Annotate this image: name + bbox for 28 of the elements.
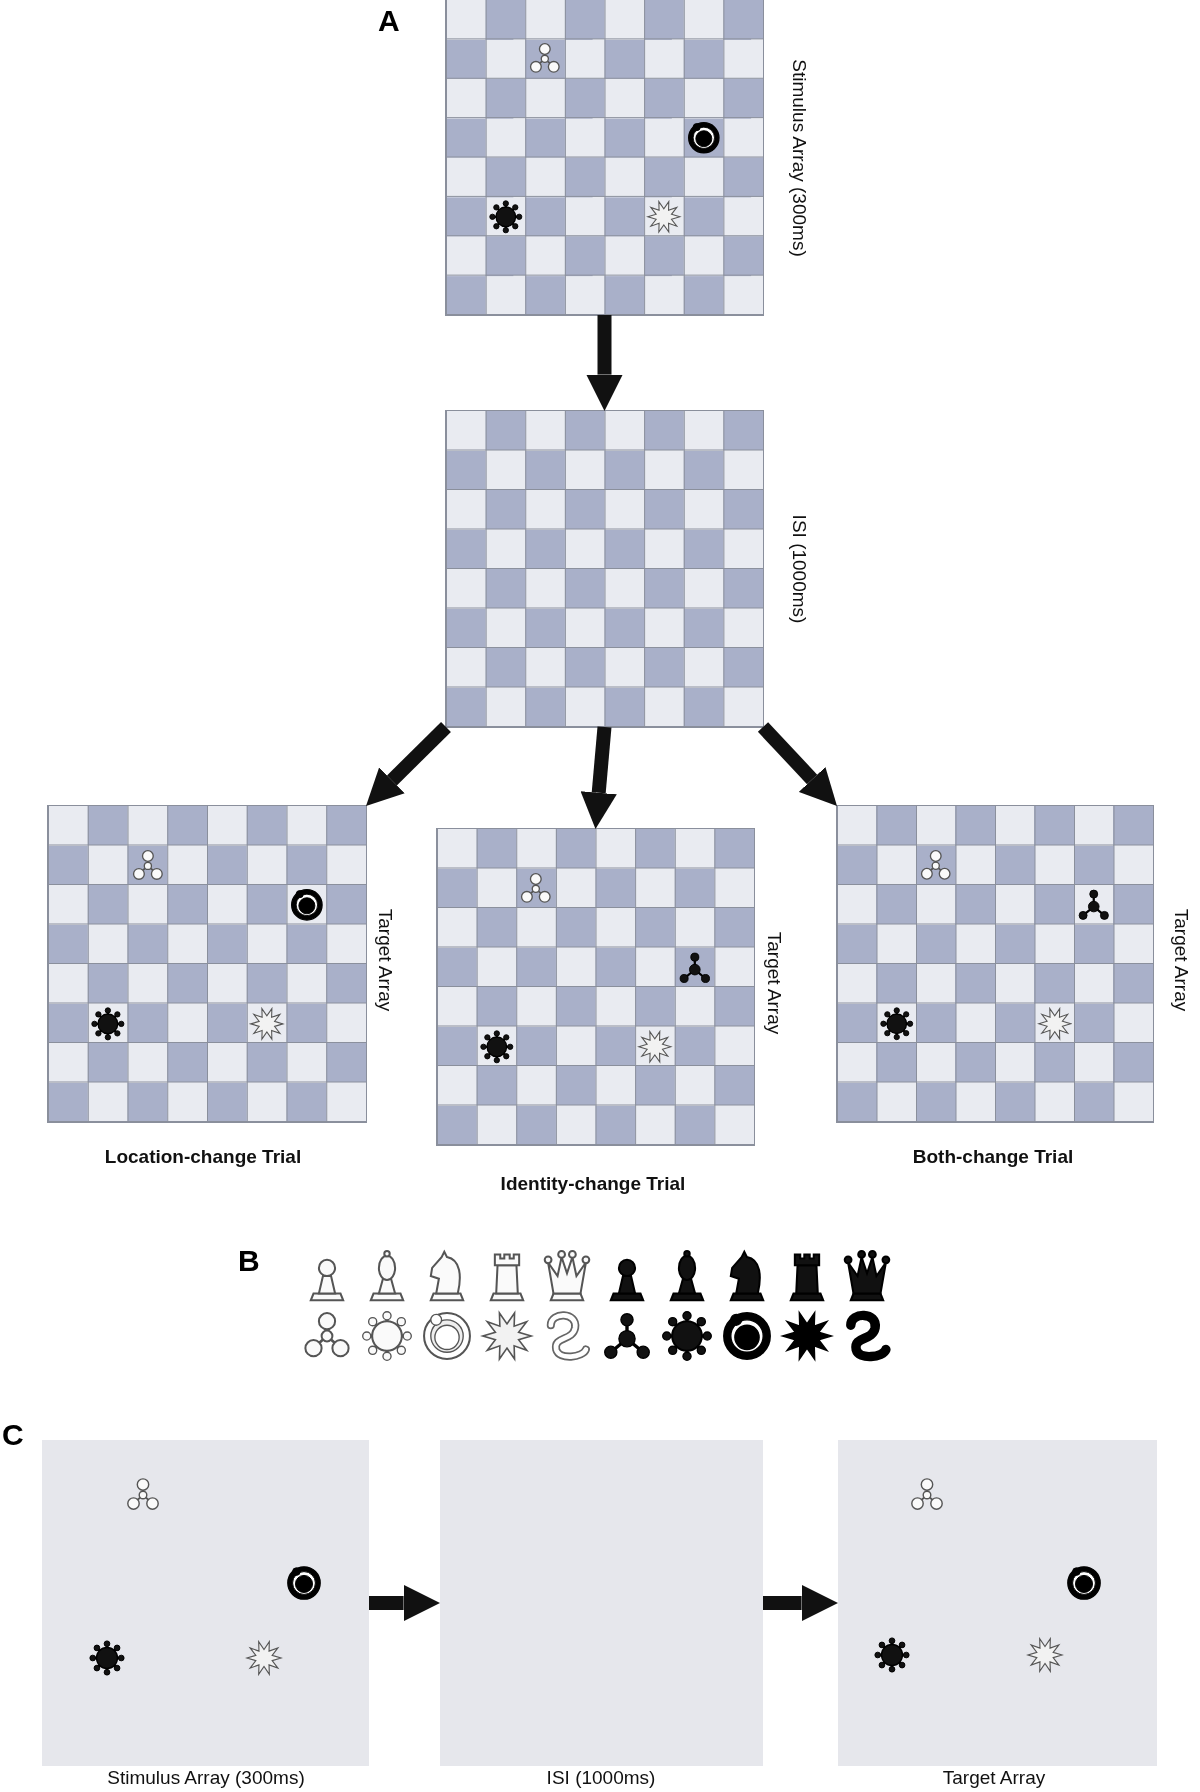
node-label: Target Array [942, 1767, 1046, 1789]
panel-label: C [2, 1418, 24, 1452]
checkerboard [446, 0, 763, 315]
arrow [366, 722, 451, 806]
arrow [763, 1584, 838, 1622]
checkerboard [446, 411, 763, 727]
node-label: Identity-change Trial [500, 1173, 686, 1195]
panel-label: B [238, 1244, 260, 1278]
node-label: Target Array [374, 908, 396, 1012]
blank-panel [440, 1440, 763, 1766]
arrow [580, 726, 617, 829]
checkerboard [437, 829, 754, 1145]
checkerboard [837, 806, 1153, 1122]
arrow [369, 1584, 440, 1622]
node-label: Stimulus Array (300ms) [788, 59, 810, 257]
node-label: Target Array [763, 931, 785, 1035]
node-label: Location-change Trial [104, 1146, 302, 1168]
node-label: Both-change Trial [912, 1146, 1074, 1168]
checkerboard [48, 806, 366, 1122]
blank-panel [42, 1440, 369, 1766]
panel-label: A [378, 4, 400, 38]
node-label: Target Array [1170, 908, 1192, 1012]
arrow [586, 315, 623, 411]
node-label: ISI (1000ms) [546, 1767, 656, 1789]
arrow [757, 722, 837, 806]
node-label: ISI (1000ms) [788, 514, 810, 624]
node-label: Stimulus Array (300ms) [107, 1767, 305, 1789]
blank-panel [838, 1440, 1157, 1766]
